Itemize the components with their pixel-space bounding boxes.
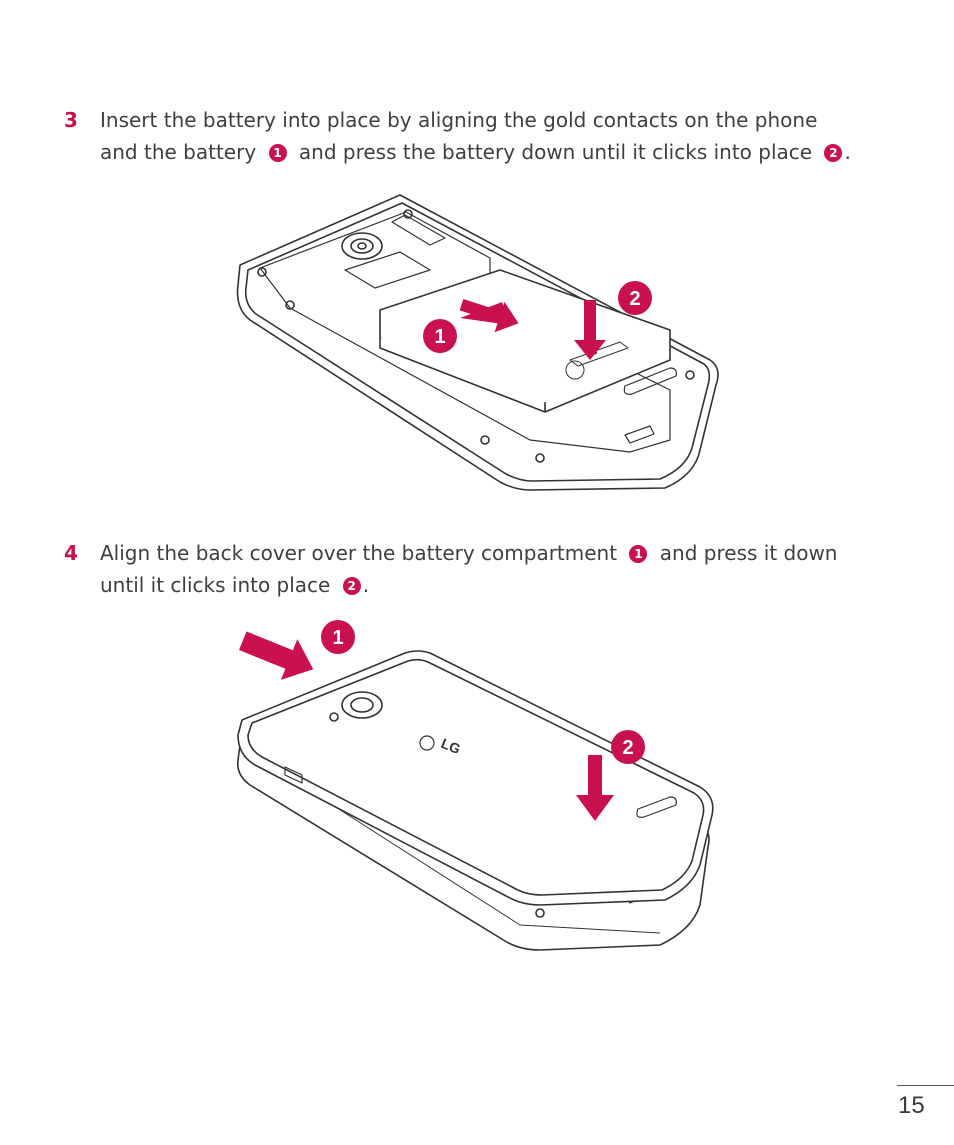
page-number-rule xyxy=(897,1085,954,1086)
step-number: 4 xyxy=(64,541,78,565)
instruction-text: Align the back cover over the battery co… xyxy=(100,541,618,565)
step-instruction: Insert the battery into place by alignin… xyxy=(100,104,900,168)
step-number: 3 xyxy=(64,108,78,132)
step-instruction: Align the back cover over the battery co… xyxy=(100,537,900,601)
step-4: 4 Align the back cover over the battery … xyxy=(0,537,954,607)
instruction-text: until it clicks into place xyxy=(100,573,331,597)
press-down-arrow-icon xyxy=(574,300,606,360)
slide-in-arrow-icon xyxy=(239,631,314,680)
period: . xyxy=(362,573,370,597)
callout-2-label: 2 xyxy=(629,288,640,310)
instruction-text: and the battery xyxy=(100,140,257,164)
press-down-arrow-icon xyxy=(576,755,614,821)
callout-2-icon xyxy=(611,730,645,764)
callout-2-label: 2 xyxy=(622,737,633,759)
step-badge-1-icon: 1 xyxy=(268,144,287,162)
phone-body-outline xyxy=(236,194,719,491)
page-number: 15 xyxy=(898,1092,925,1119)
callout-2-icon xyxy=(618,281,652,315)
step-3: 3 Insert the battery into place by align… xyxy=(0,104,954,174)
back-cover-illustration: LG 1 2 xyxy=(236,620,714,951)
instruction-text: and press the battery down until it clic… xyxy=(298,140,813,164)
instruction-line-2: and the battery 1 and press the battery … xyxy=(100,136,900,168)
step-badge-1-icon: 1 xyxy=(629,545,648,563)
instruction-line-1: Align the back cover over the battery co… xyxy=(100,537,900,569)
instruction-text: and press it down xyxy=(659,541,838,565)
brand-logo: LG xyxy=(439,735,463,757)
camera-lens-icon xyxy=(341,691,383,719)
instruction-line-1: Insert the battery into place by alignin… xyxy=(100,108,818,132)
callout-1-label: 1 xyxy=(332,627,343,649)
slide-in-arrow-icon xyxy=(459,299,519,333)
back-cover xyxy=(237,650,714,906)
instruction-line-2: until it clicks into place 2. xyxy=(100,569,900,601)
step-badge-2-icon: 2 xyxy=(342,577,361,595)
callout-1-icon xyxy=(321,620,355,654)
period: . xyxy=(844,140,851,164)
phone-body-outline xyxy=(236,734,710,951)
battery-insert-illustration: LG 1 2 xyxy=(236,194,719,491)
camera-lens-icon xyxy=(341,232,383,260)
callout-1-label: 1 xyxy=(434,326,445,348)
callout-1-icon xyxy=(423,319,457,353)
step-badge-2-icon: 2 xyxy=(824,144,843,162)
